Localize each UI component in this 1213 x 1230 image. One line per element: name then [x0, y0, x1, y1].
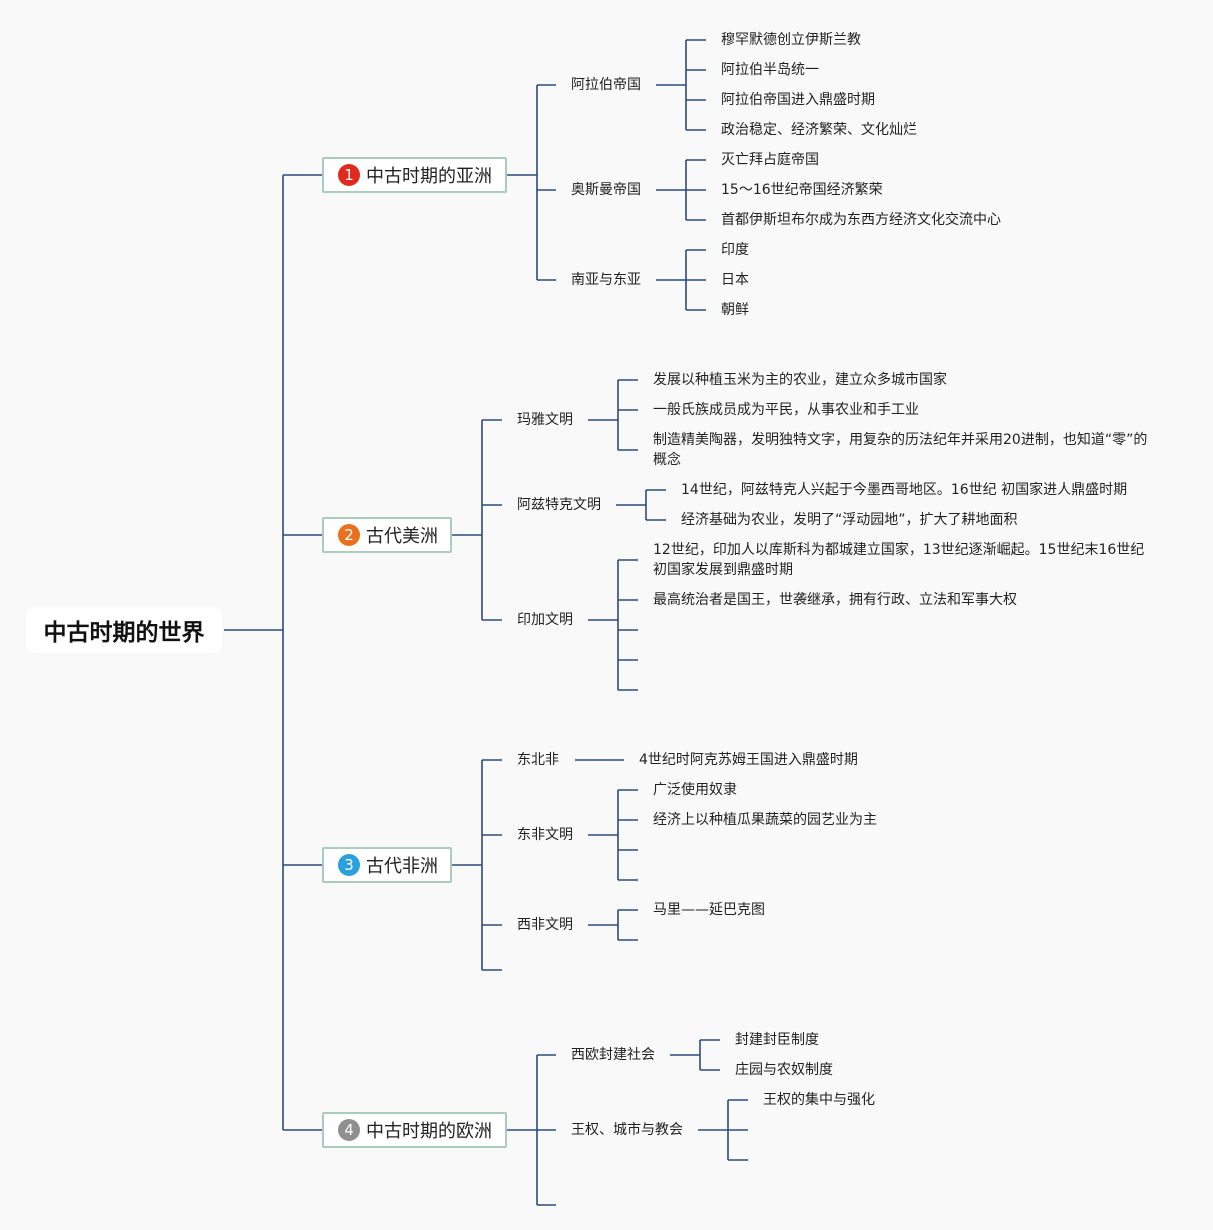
number-badge-4: 4 — [338, 1119, 360, 1141]
branch-americas[interactable]: 2 古代美洲 — [322, 517, 452, 553]
leaf-item[interactable]: 经济基础为农业，发明了“浮动园地”，扩大了耕地面积 — [681, 512, 1018, 528]
leaf-item[interactable]: 一般氏族成员成为平民，从事农业和手工业 — [653, 402, 919, 418]
number-badge-2: 2 — [338, 524, 360, 546]
root-topic[interactable]: 中古时期的世界 — [26, 607, 222, 653]
leaf-item[interactable]: 最高统治者是国王，世袭继承，拥有行政、立法和军事大权 — [653, 592, 1017, 608]
branch-africa[interactable]: 3 古代非洲 — [322, 847, 452, 883]
leaf-item[interactable]: 4世纪时阿克苏姆王国进入鼎盛时期 — [639, 752, 858, 768]
sub-northeast-africa[interactable]: 东北非 — [517, 752, 559, 768]
sub-arab-empire[interactable]: 阿拉伯帝国 — [571, 77, 641, 93]
sub-inca[interactable]: 印加文明 — [517, 612, 573, 628]
leaf-item[interactable]: 政治稳定、经济繁荣、文化灿烂 — [721, 122, 917, 138]
sub-west-africa[interactable]: 西非文明 — [517, 917, 573, 933]
leaf-item[interactable]: 灭亡拜占庭帝国 — [721, 152, 819, 168]
sub-western-feudal-society[interactable]: 西欧封建社会 — [571, 1047, 655, 1063]
leaf-item[interactable]: 印度 — [721, 242, 749, 258]
leaf-item[interactable]: 广泛使用奴隶 — [653, 782, 737, 798]
leaf-item[interactable]: 王权的集中与强化 — [763, 1092, 875, 1108]
leaf-item[interactable]: 封建封臣制度 — [735, 1032, 819, 1048]
branch-label: 中古时期的欧洲 — [366, 1121, 492, 1142]
leaf-item[interactable]: 15～16世纪帝国经济繁荣 — [721, 182, 883, 198]
leaf-item[interactable]: 发展以种植玉米为主的农业，建立众多城市国家 — [653, 372, 947, 388]
leaf-item[interactable]: 庄园与农奴制度 — [735, 1062, 833, 1078]
branch-label: 中古时期的亚洲 — [366, 166, 492, 187]
leaf-item[interactable]: 阿拉伯帝国进入鼎盛时期 — [721, 92, 875, 108]
branch-label: 古代美洲 — [366, 526, 438, 547]
branch-label: 古代非洲 — [366, 856, 438, 877]
number-badge-1: 1 — [338, 164, 360, 186]
sub-aztec[interactable]: 阿兹特克文明 — [517, 497, 601, 513]
sub-ottoman-empire[interactable]: 奥斯曼帝国 — [571, 182, 641, 198]
leaf-item[interactable]: 朝鲜 — [721, 302, 749, 318]
leaf-item[interactable]: 穆罕默德创立伊斯兰教 — [721, 32, 861, 48]
leaf-item[interactable]: 首都伊斯坦布尔成为东西方经济文化交流中心 — [721, 212, 1001, 228]
number-badge-3: 3 — [338, 854, 360, 876]
sub-south-east-asia[interactable]: 南亚与东亚 — [571, 272, 641, 288]
leaf-item[interactable]: 制造精美陶器，发明独特文字，用复杂的历法纪年并采用20进制，也知道“零”的概念 — [653, 432, 1148, 468]
leaf-item[interactable]: 12世纪，印加人以库斯科为都城建立国家，13世纪逐渐崛起。15世纪末16世纪初国… — [653, 542, 1145, 578]
leaf-item[interactable]: 经济上以种植瓜果蔬菜的园艺业为主 — [653, 812, 877, 828]
leaf-item[interactable]: 阿拉伯半岛统一 — [721, 62, 819, 78]
sub-east-africa[interactable]: 东非文明 — [517, 827, 573, 843]
leaf-item[interactable]: 马里——延巴克图 — [653, 902, 765, 918]
leaf-item[interactable]: 日本 — [721, 272, 749, 288]
leaf-item[interactable]: 14世纪，阿兹特克人兴起于今墨西哥地区。16世纪 初国家进人鼎盛时期 — [681, 482, 1128, 498]
branch-europe[interactable]: 4 中古时期的欧洲 — [322, 1112, 507, 1148]
sub-maya[interactable]: 玛雅文明 — [517, 412, 573, 428]
branch-asia[interactable]: 1 中古时期的亚洲 — [322, 157, 507, 193]
sub-kingship-cities-church[interactable]: 王权、城市与教会 — [571, 1122, 683, 1138]
